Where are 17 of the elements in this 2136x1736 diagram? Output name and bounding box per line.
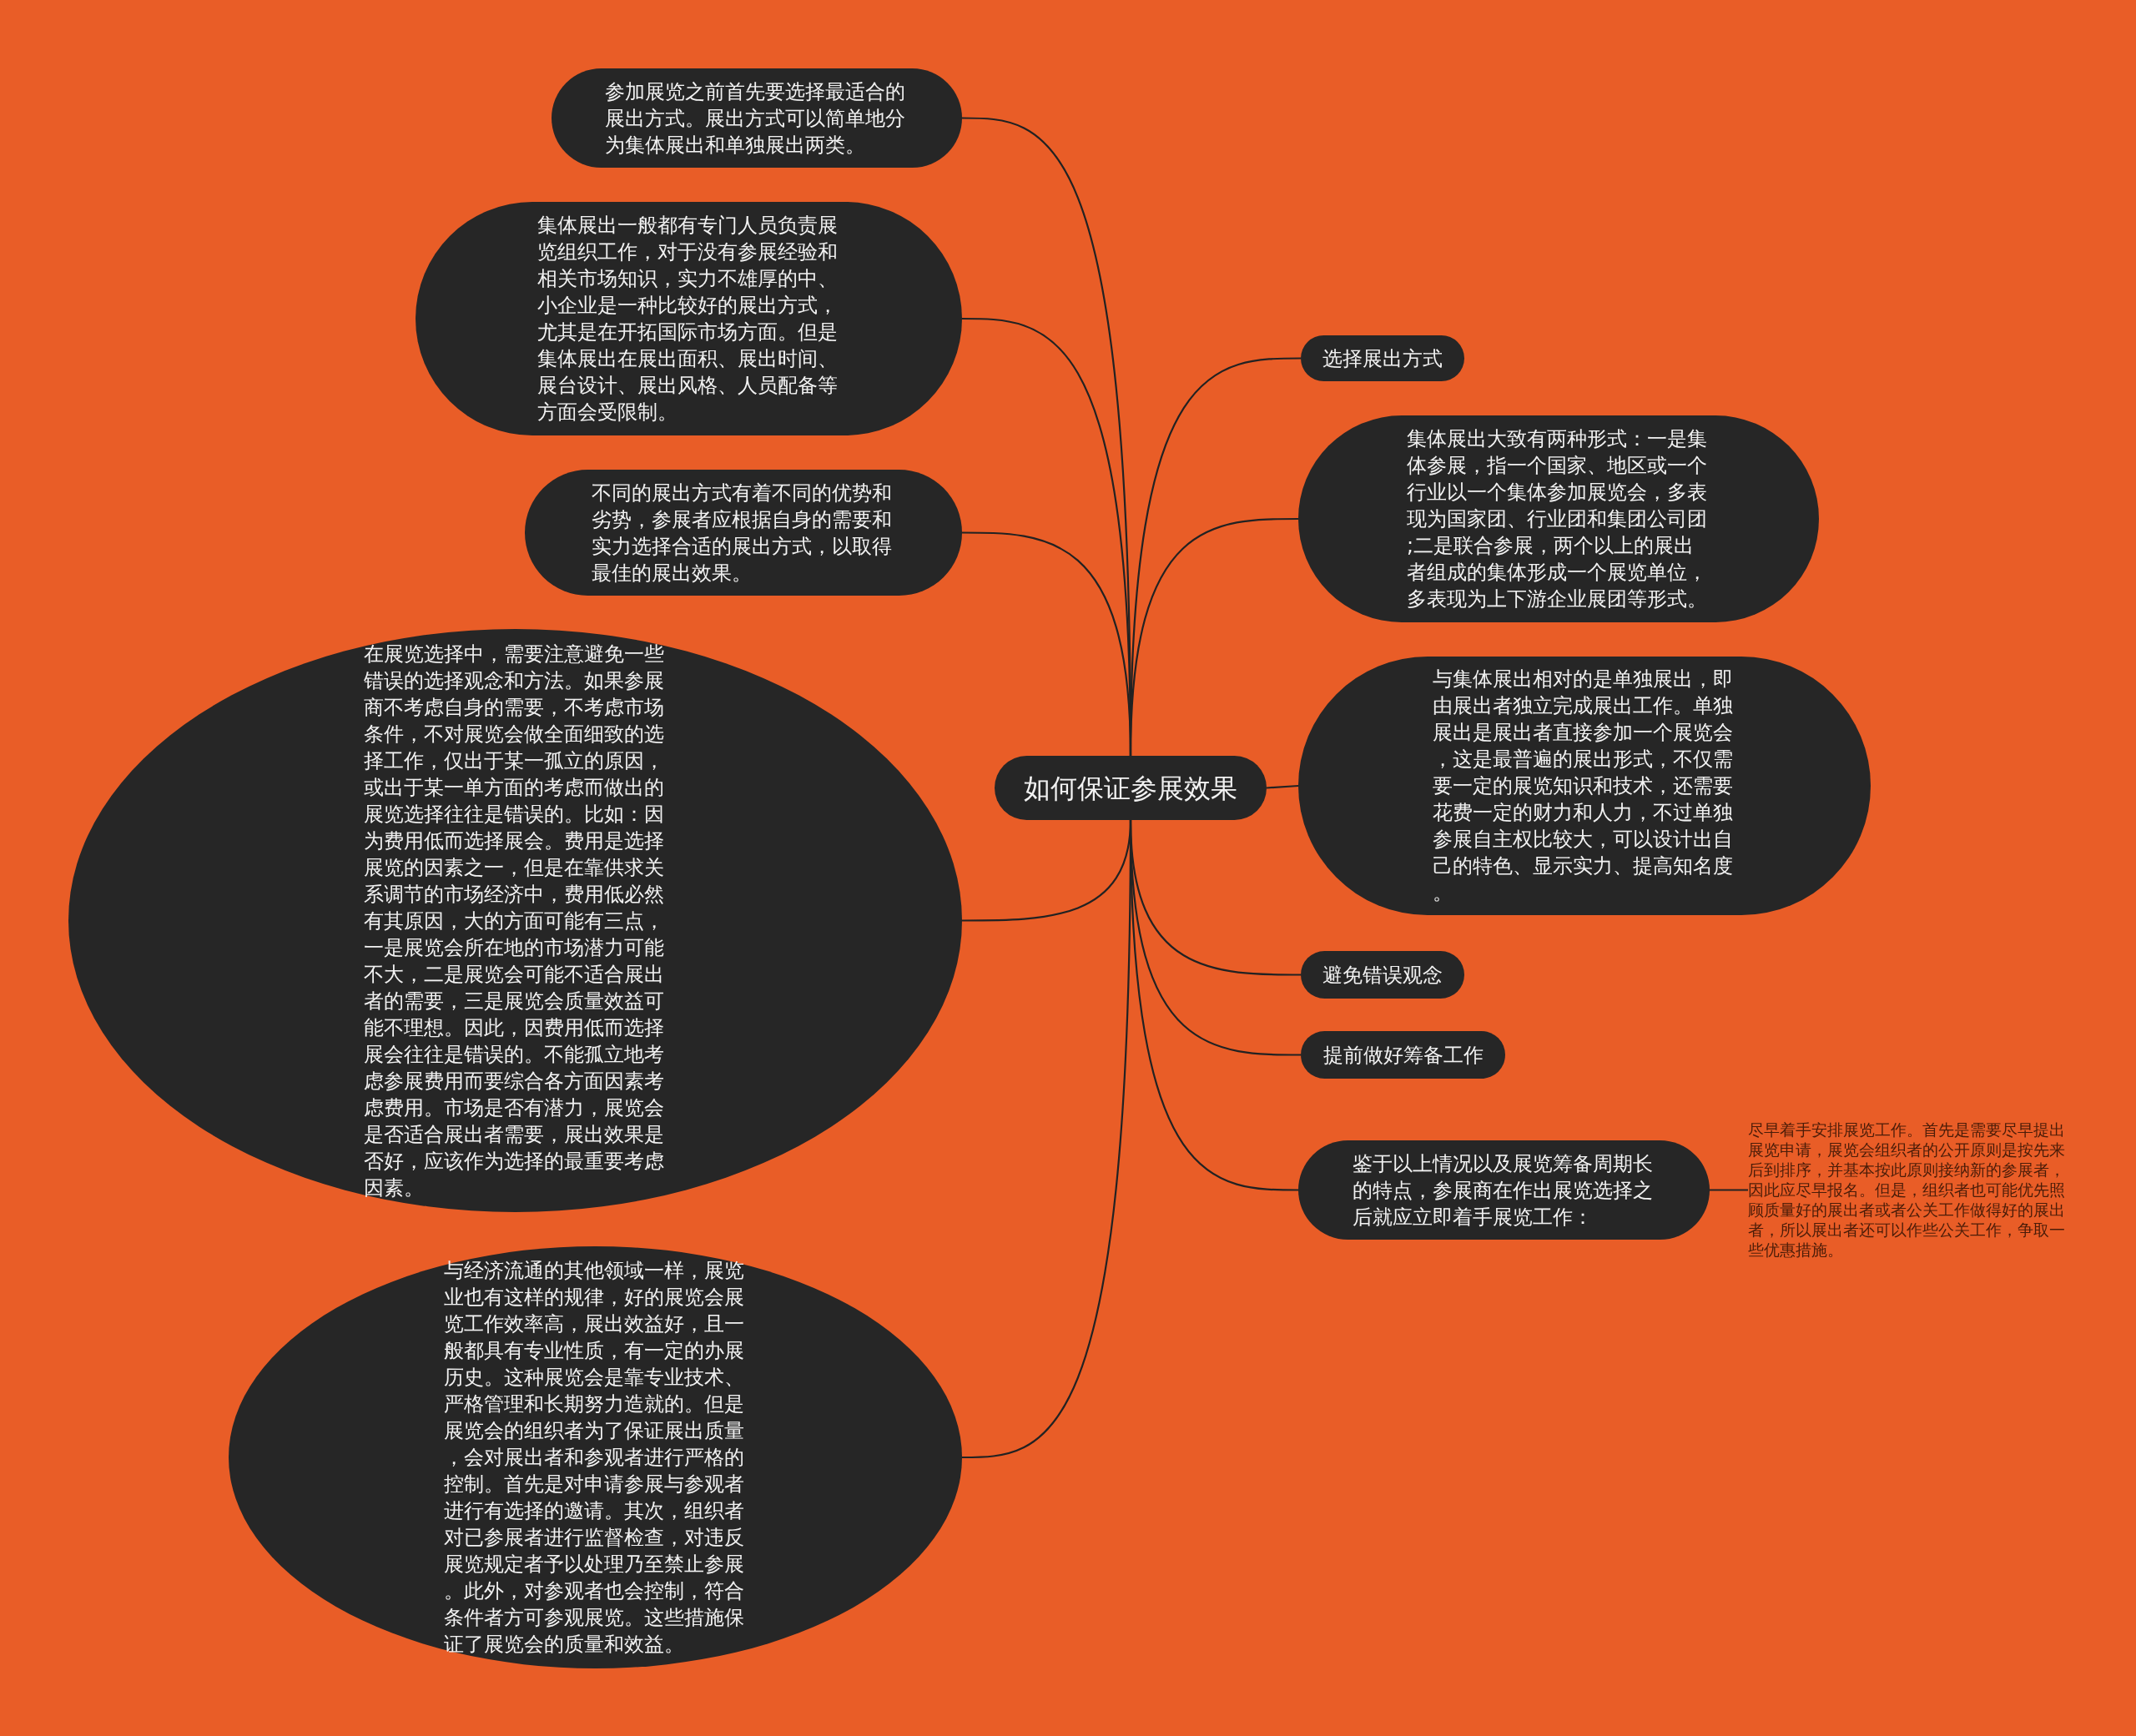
text-bubble: 与集体展出相对的是单独展出，即由展出者独立完成展出工作。单独展出是展出者直接参加一个展览会，这是最普遍的展出形式，不仅需要一定的展览知识和技术，还需要花费一定的财力和人力，不过单独参展自主权比较大，可以设计出自己的特色、显示实力、提高知名度。	[1298, 657, 1871, 915]
connector-line	[1710, 1189, 1748, 1191]
connector-line	[1129, 819, 1298, 1191]
text-bubble: 与经济流通的其他领域一样，展览业也有这样的规律，好的展览会展览工作效率高，展出效益好，且一般都具有专业性质，有一定的办展历史。这种展览会是靠专业技术、严格管理和长期努力造就的。但是展览会的组织者为了保证展出质量，会对展出者和参观者进行严格的控制。首先是对申请参展与参观者进行有选择的邀请。其次，组织者对已参展者进行监督检查，对违反展览规定者予以处理乃至禁止参展。此外，对参观者也会控制，符合条件者方可参观展览。这些措施保证了展览会的质量和效益。	[229, 1246, 962, 1668]
text-bubble: 在展览选择中，需要注意避免一些错误的选择观念和方法。如果参展商不考虑自身的需要，不考虑市场条件，不对展览会做全面细致的选择工作，仅出于某一孤立的原因，或出于某一单方面的考虑而做出的展览选择往往是错误的。比如：因为费用低而选择展会。费用是选择展览的因素之一，但是在靠供求关系调节的市场经济中，费用低必然有其原因，大的方面可能有三点，一是展览会所在地的市场潜力可能不大，二是展览会可能不适合展出者的需要，三是展览会质量效益可能不理想。因此，因费用低而选择展会往往是错误的。不能孤立地考虑参展费用而要综合各方面因素考虑费用。市场是否有潜力，展览会是否适合展出者需要，展出效果是否好，应该作为选择的最重要考虑因素。	[68, 629, 962, 1212]
connector-line	[1129, 517, 1298, 757]
text-bubble: 提前做好筹备工作	[1301, 1031, 1505, 1079]
text-bubble: 不同的展出方式有着不同的优势和劣势，参展者应根据自身的需要和实力选择合适的展出方式，以取得最佳的展出效果。	[525, 470, 962, 596]
text-bubble: 避免错误观念	[1301, 951, 1464, 999]
note-text: 尽早着手安排展览工作。首先是需要尽早提出展览申请，展览会组织者的公开原则是按先来后到排序，并基本按此原则接纳新的参展者，因此应尽早报名。但是，组织者也可能优先照顾质量好的展出者或者公关工作做得好的展出者，所以展出者还可以作些公关工作，争取一些优惠措施。	[1748, 1120, 2065, 1260]
text-bubble: 选择展出方式	[1301, 335, 1464, 381]
text-bubble: 参加展览之前首先要选择最适合的展出方式。展出方式可以简单地分为集体展出和单独展出两类。	[552, 68, 962, 168]
connector-line	[1266, 784, 1299, 789]
text-bubble: 集体展出一般都有专门人员负责展览组织工作，对于没有参展经验和相关市场知识，实力不雄厚的中、小企业是一种比较好的展出方式，尤其是在开拓国际市场方面。但是集体展出在展出面积、展出时间、展台设计、展出风格、人员配备等方面会受限制。	[416, 202, 962, 435]
text-bubble: 集体展出大致有两种形式：一是集体参展，指一个国家、地区或一个行业以一个集体参加展览会，多表现为国家团、行业团和集团公司团;二是联合参展，两个以上的展出者组成的集体形成一个展览单位，多表现为上下游企业展团等形式。	[1298, 415, 1819, 622]
topic-bubble: 如何保证参展效果	[995, 756, 1267, 820]
text-bubble: 鉴于以上情况以及展览筹备周期长的特点，参展商在作出展览选择之后就应立即着手展览工作：	[1298, 1140, 1710, 1240]
